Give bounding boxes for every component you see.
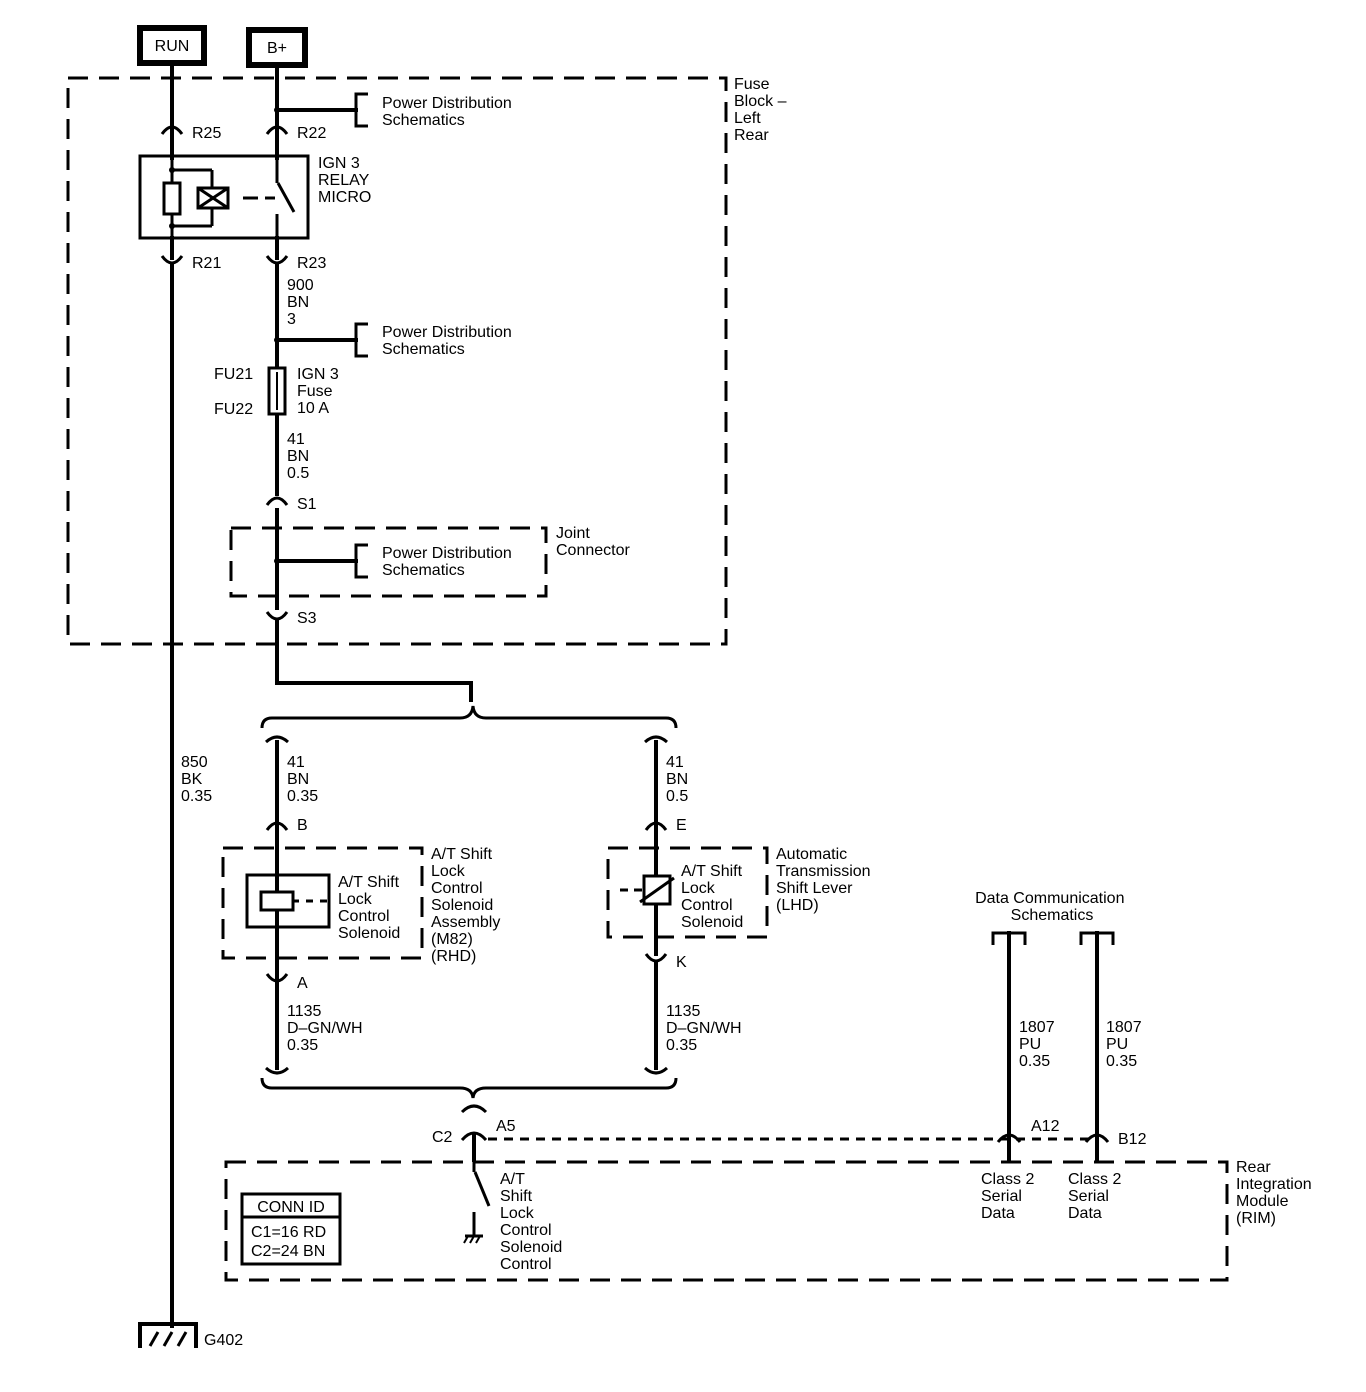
power-distribution-ref-3: Power Distribution Schematics [275, 543, 516, 579]
rim-control-switch [463, 1160, 491, 1244]
terminal-r22: R22 [297, 125, 326, 142]
joint-connector-label: Joint Connector [556, 525, 630, 559]
wire-41-label: 41 BN 0.5 [287, 431, 314, 482]
ground-g402-label: G402 [204, 1332, 243, 1349]
ground-wire-label: 850 BK 0.35 [181, 754, 212, 805]
terminal-r21: R21 [192, 255, 221, 272]
conn-id-title: CONN ID [257, 1199, 325, 1216]
lhd-solenoid-inner-label: A/T Shift Lock Control Solenoid [681, 863, 747, 931]
lhd-shift-lever-enclosure [606, 846, 769, 939]
relay-switch-contact [276, 182, 296, 213]
joint-connector-enclosure [229, 526, 548, 598]
conn-id-c2: C2=24 BN [251, 1243, 325, 1260]
pin-b12: B12 [1118, 1131, 1147, 1148]
rim-title: Rear Integration Module (RIM) [1236, 1159, 1316, 1227]
bplus-source-box: B+ [246, 27, 308, 68]
lhd-pin-e: E [676, 817, 687, 834]
relay-diode-icon [196, 186, 230, 210]
lhd-solenoid [620, 874, 675, 906]
ign3-relay [138, 154, 310, 240]
rim-class2-a-label: Class 2 Serial Data [981, 1171, 1039, 1222]
lhd-shift-lever-label: Automatic Transmission Shift Lever (LHD) [776, 846, 875, 914]
run-source-box: RUN [137, 25, 207, 66]
splice-bottom [260, 1077, 678, 1162]
relay-label: IGN 3 RELAY MICRO [318, 155, 373, 206]
power-distribution-label: Power Distribution Schematics [382, 545, 516, 579]
serial-wire-b-label: 1807 PU 0.35 [1106, 1019, 1146, 1070]
terminal-s1: S1 [297, 496, 317, 513]
rhd-solenoid-inner-label: A/T Shift Lock Control Solenoid [338, 874, 404, 942]
rim-enclosure [224, 1160, 1229, 1282]
terminal-r25: R25 [192, 125, 221, 142]
rhd-solenoid-assembly-enclosure [221, 846, 424, 960]
solenoid-coil-icon [259, 890, 295, 912]
data-comm-label: Data Communication Schematics [975, 890, 1129, 924]
fuse-id-fu22: FU22 [214, 401, 253, 418]
run-label: RUN [155, 38, 190, 55]
lhd-wire-in-label: 41 BN 0.5 [666, 754, 693, 805]
rhd-pin-b: B [297, 817, 308, 834]
rim-control-label: A/T Shift Lock Control Solenoid Control [500, 1171, 567, 1273]
terminal-s3: S3 [297, 610, 317, 627]
ground-g402-icon [138, 1322, 198, 1348]
bplus-wire [265, 63, 289, 685]
serial-data-wire-a12 [991, 931, 1027, 1162]
conn-id-c1: C1=16 RD [251, 1224, 326, 1241]
lhd-wire-out-label: 1135 D–GN/WH 0.35 [666, 1003, 746, 1054]
fuse-block-enclosure [66, 76, 728, 646]
rhd-solenoid [245, 873, 331, 929]
fuse-id-fu21: FU21 [214, 366, 253, 383]
power-distribution-label: Power Distribution Schematics [382, 324, 516, 358]
splice-top [260, 681, 678, 729]
conn-id-box: CONN ID C1=16 RD C2=24 BN [240, 1192, 342, 1266]
terminal-r23: R23 [297, 255, 326, 272]
serial-wire-a-label: 1807 PU 0.35 [1019, 1019, 1059, 1070]
power-distribution-ref-1: Power Distribution Schematics [275, 92, 516, 129]
run-wire [160, 61, 184, 1328]
lhd-pin-k: K [676, 954, 687, 971]
rhd-wire-in-label: 41 BN 0.35 [287, 754, 318, 805]
rim-class2-b-label: Class 2 Serial Data [1068, 1171, 1126, 1222]
power-distribution-ref-2: Power Distribution Schematics [275, 322, 516, 358]
fuse-block-title: Fuse Block – Left Rear [734, 76, 791, 144]
power-distribution-label: Power Distribution Schematics [382, 95, 516, 129]
bplus-label: B+ [267, 40, 287, 57]
connector-c2: C2 [432, 1129, 453, 1146]
pin-a12: A12 [1031, 1118, 1060, 1135]
relay-coil [162, 181, 182, 216]
serial-data-wire-b12 [1079, 931, 1115, 1162]
wire-900-label: 900 BN 3 [287, 277, 318, 328]
pin-a5: A5 [496, 1118, 516, 1135]
fuse-label: IGN 3 Fuse 10 A [297, 366, 343, 417]
rhd-wire-out-label: 1135 D–GN/WH 0.35 [287, 1003, 367, 1054]
rhd-solenoid-assembly-label: A/T Shift Lock Control Solenoid Assembly… [431, 846, 505, 965]
rhd-pin-a: A [297, 975, 308, 992]
